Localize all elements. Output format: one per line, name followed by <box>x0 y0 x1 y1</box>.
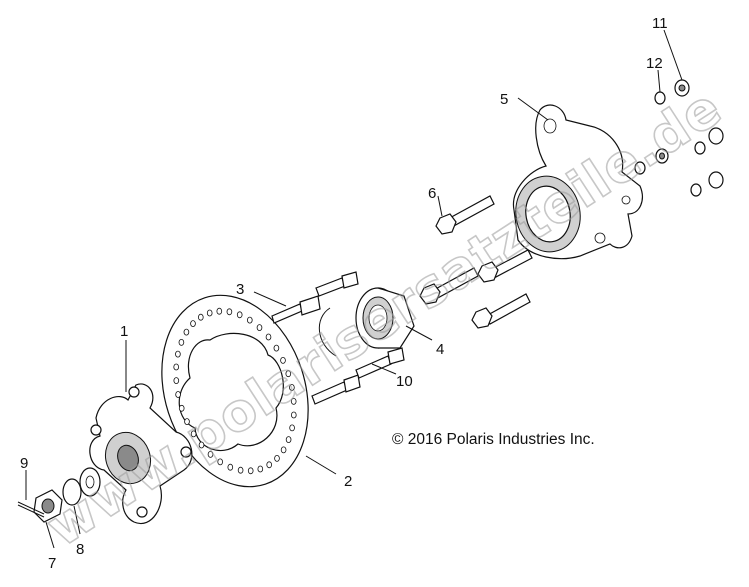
disc-hole <box>290 411 297 419</box>
brake-disc <box>161 294 309 488</box>
disc-hole <box>256 324 263 332</box>
wheel-hub <box>89 383 193 525</box>
disc-hole <box>183 328 190 336</box>
disc-hole <box>173 363 180 371</box>
callout-8: 8 <box>76 541 84 558</box>
callout-1: 1 <box>120 323 128 340</box>
disc-hole <box>227 463 234 471</box>
callout-11: 11 <box>652 15 668 32</box>
disc-hole <box>206 309 213 317</box>
disc-hole <box>175 391 181 398</box>
disc-hole <box>178 338 185 346</box>
nuts-washers <box>634 79 724 197</box>
leader-lines <box>25 29 683 549</box>
disc-hole <box>216 307 223 315</box>
callout-12: 12 <box>646 55 663 72</box>
disc-hole <box>226 308 233 316</box>
copyright-text: © 2016 Polaris Industries Inc. <box>392 431 595 448</box>
disc-hole <box>173 377 180 385</box>
disc-hole <box>237 466 244 474</box>
callout-2: 2 <box>344 473 352 490</box>
disc-hole <box>247 467 254 475</box>
washer <box>62 467 101 506</box>
wheel-studs <box>271 271 405 405</box>
disc-hole <box>184 418 190 426</box>
disc-hole <box>289 424 295 432</box>
disc-hole <box>175 350 181 358</box>
watermark-text: www.polarisersatzteile.de <box>36 78 732 559</box>
disc-hole <box>207 450 214 458</box>
disc-hole <box>257 465 264 473</box>
disc-hole <box>236 311 243 319</box>
callout-4: 4 <box>436 341 444 358</box>
disc-hole <box>280 356 286 364</box>
callout-9: 9 <box>20 455 28 472</box>
disc-hole <box>247 316 253 324</box>
callout-3: 3 <box>236 281 244 298</box>
disc-hole <box>190 430 197 438</box>
disc-hole <box>285 436 292 444</box>
disc-hole <box>266 461 273 469</box>
disc-hole <box>178 404 185 412</box>
disc-hole <box>265 333 272 341</box>
disc-hole <box>273 344 280 352</box>
snap-ring <box>318 307 337 357</box>
callout-7: 7 <box>48 555 56 572</box>
disc-hole <box>280 446 287 454</box>
callout-10: 10 <box>396 373 413 390</box>
disc-hole <box>274 454 280 462</box>
disc-hole <box>285 370 292 378</box>
bolts <box>419 195 533 329</box>
steering-knuckle <box>512 104 643 260</box>
disc-hole <box>290 397 297 405</box>
disc-hole <box>289 384 295 391</box>
callout-5: 5 <box>500 91 508 108</box>
cotter-pin <box>17 501 45 518</box>
callout-6: 6 <box>428 185 436 202</box>
disc-hole <box>190 320 196 328</box>
callout-labels: 1 2 3 4 5 6 7 8 9 10 11 12 <box>20 15 668 572</box>
disc-hole <box>198 441 205 449</box>
disc-hole <box>217 458 224 466</box>
disc-hole <box>198 313 204 321</box>
wheel-bearing <box>355 287 415 349</box>
castle-nut <box>33 489 63 523</box>
